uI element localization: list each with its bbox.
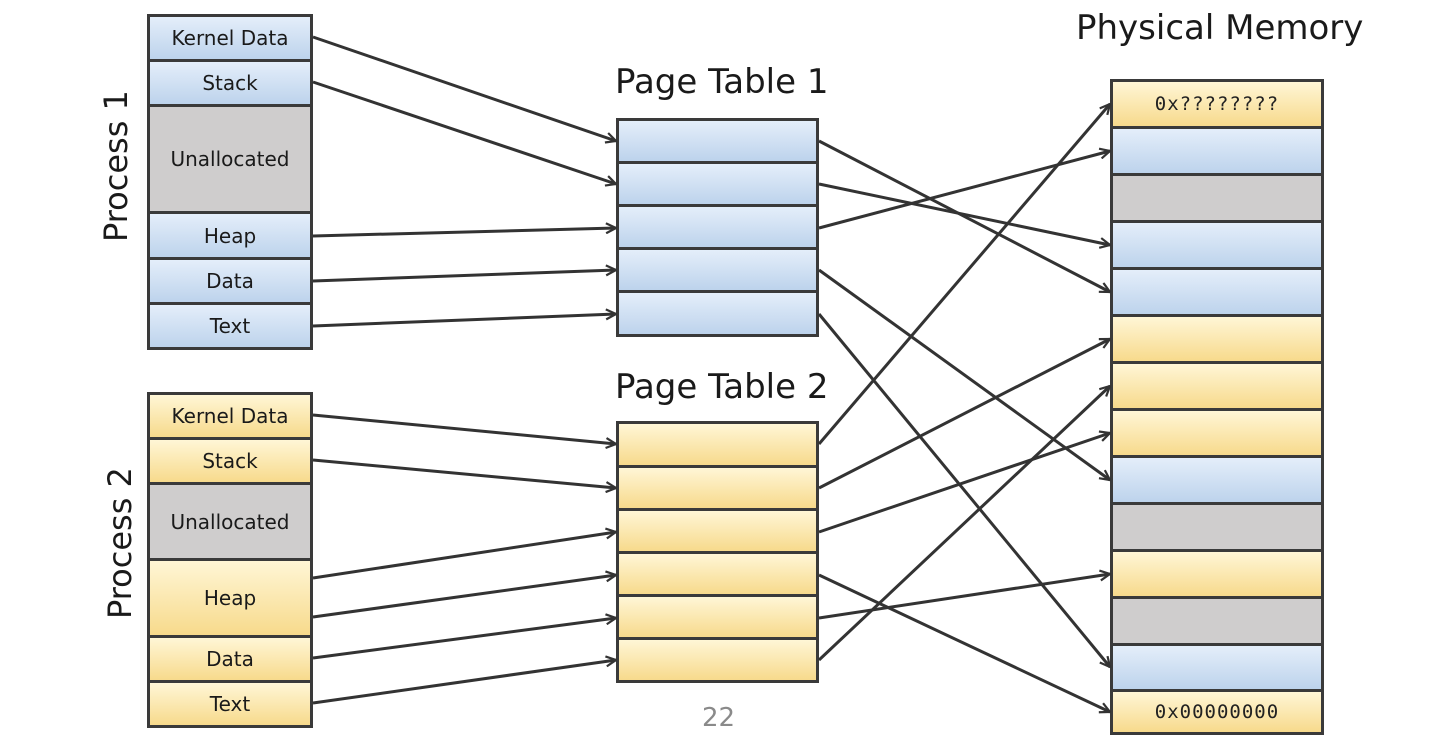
page-table-2-entry (616, 421, 819, 468)
page-table-1-entry (616, 118, 819, 164)
process-1-stack: Stack (147, 59, 313, 107)
process-2-stack: Stack (147, 437, 313, 485)
arrow-p2-data-to-pt2 (312, 618, 616, 660)
physical-frame (1110, 314, 1324, 364)
process-2-data: Data (147, 635, 313, 683)
arrow-pt1-to-phys (818, 151, 1110, 230)
physical-frame (1110, 455, 1324, 505)
physical-frame (1110, 267, 1324, 317)
arrow-pt2-to-phys (818, 433, 1110, 534)
physical-frame-top-address: 0x???????? (1110, 79, 1324, 129)
process-1-label: Process 1 (97, 90, 135, 242)
process-1-text: Text (147, 302, 313, 350)
arrow-pt1-to-phys (817, 313, 1110, 667)
page-table-2-entry (616, 508, 819, 554)
arrow-p1-kernel-to-pt1 (312, 35, 616, 141)
arrow-p1-stack-to-pt1 (312, 80, 616, 184)
process-2-label: Process 2 (101, 467, 139, 619)
page-table-1-title: Page Table 1 (615, 62, 829, 102)
process-1-unallocated: Unallocated (147, 104, 313, 214)
arrow-pt2-to-phys (817, 104, 1110, 445)
arrow-pt2-to-phys (817, 386, 1110, 662)
process-1-heap: Heap (147, 211, 313, 260)
physical-frame (1110, 502, 1324, 552)
physical-memory-title: Physical Memory (1076, 8, 1364, 48)
physical-frame (1110, 408, 1324, 458)
physical-frame (1110, 220, 1324, 270)
page-table-1-entry (616, 247, 819, 293)
arrow-p1-data-to-pt1 (312, 270, 616, 283)
arrow-p1-text-to-pt1 (312, 314, 616, 328)
arrow-pt1-to-phys (818, 139, 1110, 294)
page-table-2-title: Page Table 2 (615, 367, 829, 407)
physical-frame-bottom-address: 0x00000000 (1110, 689, 1324, 735)
arrow-pt2-to-phys (818, 574, 1110, 620)
physical-frame (1110, 549, 1324, 599)
physical-frame (1110, 643, 1324, 692)
physical-frame (1110, 126, 1324, 176)
arrow-p2-kernel-to-pt2 (312, 413, 616, 444)
arrow-p2-text-to-pt2 (312, 660, 616, 705)
arrow-p2-heap-b-to-pt2 (312, 575, 616, 619)
page-table-1-entry (616, 290, 819, 337)
process-2-heap: Heap (147, 558, 313, 638)
page-table-2-entry (616, 465, 819, 511)
process-1-kernel-data: Kernel Data (147, 14, 313, 62)
process-2-kernel-data: Kernel Data (147, 392, 313, 440)
process-2-text: Text (147, 680, 313, 728)
arrow-pt1-to-phys (818, 268, 1110, 480)
page-table-2-entry (616, 594, 819, 640)
arrow-pt2-to-phys (818, 573, 1110, 712)
physical-frame (1110, 596, 1324, 646)
arrow-p2-heap-a-to-pt2 (312, 532, 616, 580)
page-table-2-entry (616, 637, 819, 683)
page-table-1-entry (616, 161, 819, 207)
arrow-p2-stack-to-pt2 (312, 458, 616, 488)
process-1-data: Data (147, 257, 313, 305)
page-number: 22 (702, 703, 736, 733)
page-table-1-entry (616, 204, 819, 250)
arrow-pt2-to-phys (818, 337, 1110, 490)
arrow-p1-heap-to-pt1 (312, 228, 616, 238)
page-table-2-entry (616, 551, 819, 597)
arrow-pt1-to-phys (818, 182, 1110, 245)
physical-frame (1110, 173, 1324, 223)
physical-frame (1110, 361, 1324, 411)
process-2-unallocated: Unallocated (147, 482, 313, 561)
